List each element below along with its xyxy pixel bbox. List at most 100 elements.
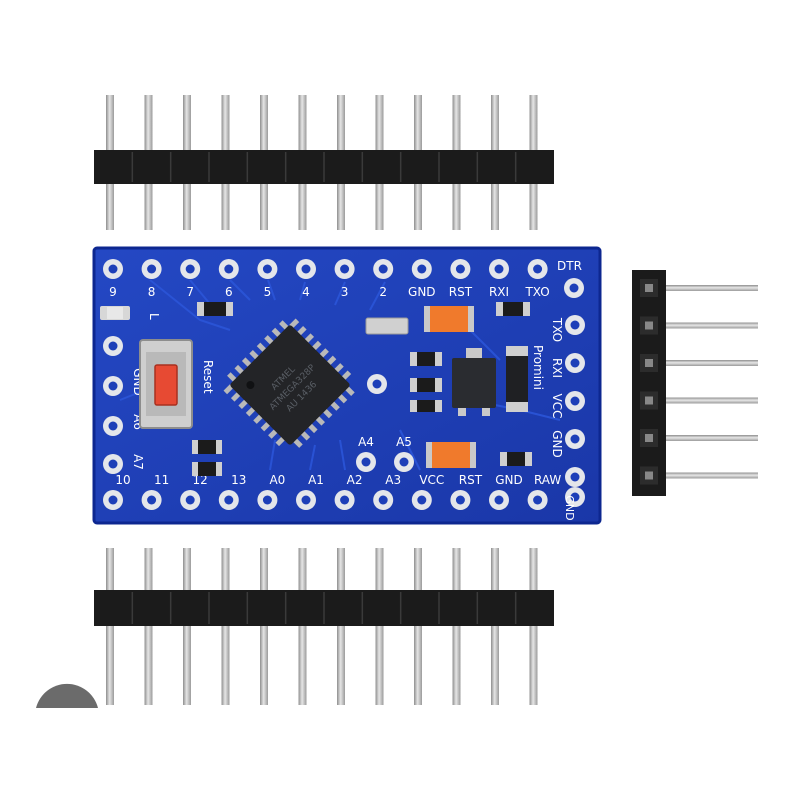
pad-hole	[185, 264, 195, 274]
label-bottom-5: A1	[308, 473, 324, 487]
header-pin	[666, 435, 758, 441]
label-bottom-10: GND	[495, 473, 523, 487]
header-pin	[414, 548, 422, 705]
header-pin	[666, 397, 758, 404]
header-pin	[666, 472, 758, 479]
chip-lead	[289, 318, 300, 329]
label-top-8: GND	[408, 285, 436, 299]
pad-hole	[569, 283, 579, 293]
header-pin	[452, 548, 461, 705]
label-right-gnd: GND	[563, 495, 576, 520]
pad-hole	[570, 358, 580, 368]
pad-hole	[570, 434, 580, 444]
pin-end	[645, 284, 653, 292]
pad-hole	[533, 264, 543, 274]
right-angle-pin-header	[632, 270, 758, 496]
header-pin	[298, 548, 307, 705]
pad-hole	[494, 264, 504, 274]
label-a5: A5	[396, 435, 412, 449]
pad-hole	[372, 379, 382, 389]
label-reset: Reset	[201, 360, 215, 394]
label-bottom-6: A2	[347, 473, 363, 487]
header-pin	[260, 548, 268, 705]
pad-hole	[147, 264, 157, 274]
header-pin	[491, 548, 499, 705]
reset-button	[139, 339, 193, 429]
label-top-3: 6	[225, 285, 233, 299]
pad-hole	[262, 264, 272, 274]
label-top-7: 2	[379, 285, 387, 299]
atmega-chip: ATMEL ATMEGA328P AU 1436	[223, 318, 355, 448]
label-a4: A4	[358, 435, 374, 449]
label-bottom-0: 10	[115, 473, 130, 487]
pad-hole	[224, 495, 234, 505]
label-right-1: RXI	[550, 358, 564, 378]
header-pin	[183, 548, 191, 705]
header-pin	[666, 322, 758, 329]
pin-end	[645, 434, 653, 442]
top-pin-header	[94, 95, 554, 230]
label-top-10: RXI	[489, 285, 509, 299]
pad-group	[103, 259, 585, 510]
pad-hole	[455, 264, 465, 274]
pad-hole	[494, 495, 504, 505]
label-dtr: DTR	[557, 259, 582, 273]
smd-components	[100, 302, 532, 476]
pad-hole	[533, 495, 543, 505]
header-plastic	[632, 270, 666, 496]
label-top-9: RST	[449, 285, 473, 299]
pad-hole	[108, 341, 118, 351]
label-bottom-4: A0	[269, 473, 285, 487]
pad-hole	[147, 495, 157, 505]
label-top-2: 7	[186, 285, 194, 299]
label-led: L	[147, 313, 161, 320]
pin-end	[645, 396, 653, 405]
pad-hole	[570, 396, 580, 406]
pad-hole	[108, 381, 118, 391]
label-top-11: TXO	[524, 285, 549, 299]
pad-hole	[262, 495, 272, 505]
pad-hole	[108, 421, 118, 431]
label-bottom-8: VCC	[419, 473, 444, 487]
bottom-pin-header	[94, 548, 554, 705]
pad-hole	[340, 264, 350, 274]
label-top-4: 5	[264, 285, 272, 299]
pin-end	[645, 471, 653, 480]
pad-hole	[108, 459, 118, 469]
label-right-0: TXO	[550, 317, 564, 342]
label-promini: Promini	[531, 345, 545, 390]
label-right-2: VCC	[550, 394, 564, 419]
label-top-5: 4	[302, 285, 310, 299]
label-top-0: 9	[109, 285, 117, 299]
label-bottom-3: 13	[231, 473, 246, 487]
pad-hole	[378, 264, 388, 274]
header-pin	[375, 548, 384, 705]
pad-hole	[378, 495, 388, 505]
label-left-2: A7	[131, 454, 145, 470]
pin-end	[645, 321, 653, 330]
pad-hole	[301, 264, 311, 274]
label-bottom-1: 11	[154, 473, 169, 487]
pad-hole	[185, 495, 195, 505]
header-pin	[666, 285, 758, 291]
overlay-circle-fragment	[36, 683, 98, 708]
pad-hole	[399, 457, 409, 467]
header-pin	[529, 548, 538, 705]
label-right-3: GND	[550, 430, 564, 458]
pad-hole	[417, 264, 427, 274]
header-pin	[221, 548, 230, 705]
pad-hole	[108, 264, 118, 274]
pad-hole	[455, 495, 465, 505]
header-pin	[106, 548, 114, 705]
pad-hole	[340, 495, 350, 505]
label-top-1: 8	[148, 285, 156, 299]
label-bottom-9: RST	[459, 473, 483, 487]
header-pin	[337, 548, 345, 705]
label-top-6: 3	[341, 285, 349, 299]
pad-hole	[570, 320, 580, 330]
pad-hole	[361, 457, 371, 467]
pad-hole	[570, 472, 580, 482]
label-bottom-7: A3	[385, 473, 401, 487]
header-pin	[666, 360, 758, 366]
